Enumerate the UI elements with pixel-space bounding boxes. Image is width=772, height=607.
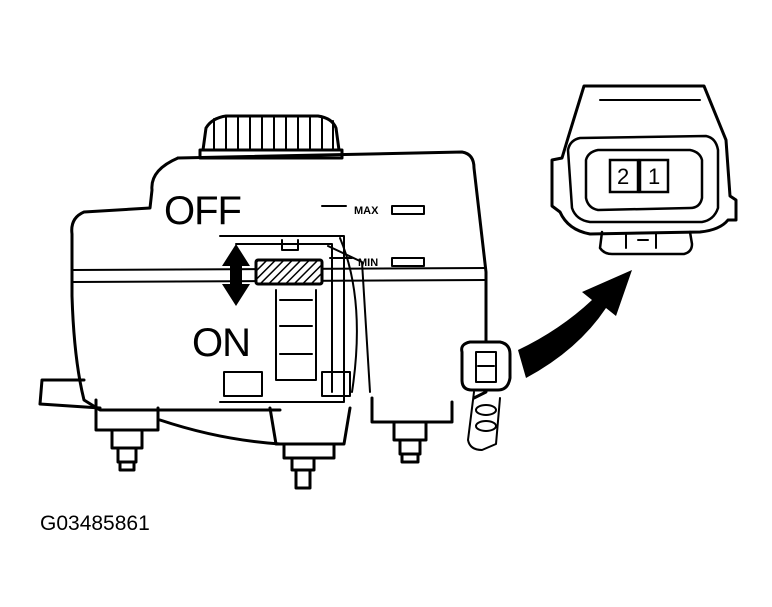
pin-label-2: 2 (617, 164, 629, 189)
float (254, 258, 324, 286)
reservoir-body (38, 150, 488, 446)
pin-label-1: 1 (648, 164, 660, 189)
mounting-stud-center (282, 442, 336, 490)
figure-code: G03485861 (40, 512, 150, 535)
on-label: ON (192, 321, 250, 365)
min-label: MIN (358, 257, 378, 269)
off-label: OFF (164, 189, 241, 233)
pin-box-2 (608, 158, 640, 194)
float-switch-cutaway (219, 235, 371, 403)
curved-arrow-icon (518, 270, 632, 378)
pin-box-1 (638, 158, 670, 194)
mounting-stud-left (110, 428, 144, 472)
reservoir-cap (198, 114, 344, 160)
max-label: MAX (354, 205, 379, 217)
max-level-mark (391, 205, 425, 215)
double-arrow-icon (222, 244, 250, 306)
min-level-mark (391, 257, 425, 267)
reservoir-connector (460, 340, 512, 451)
mounting-stud-right (392, 420, 428, 464)
